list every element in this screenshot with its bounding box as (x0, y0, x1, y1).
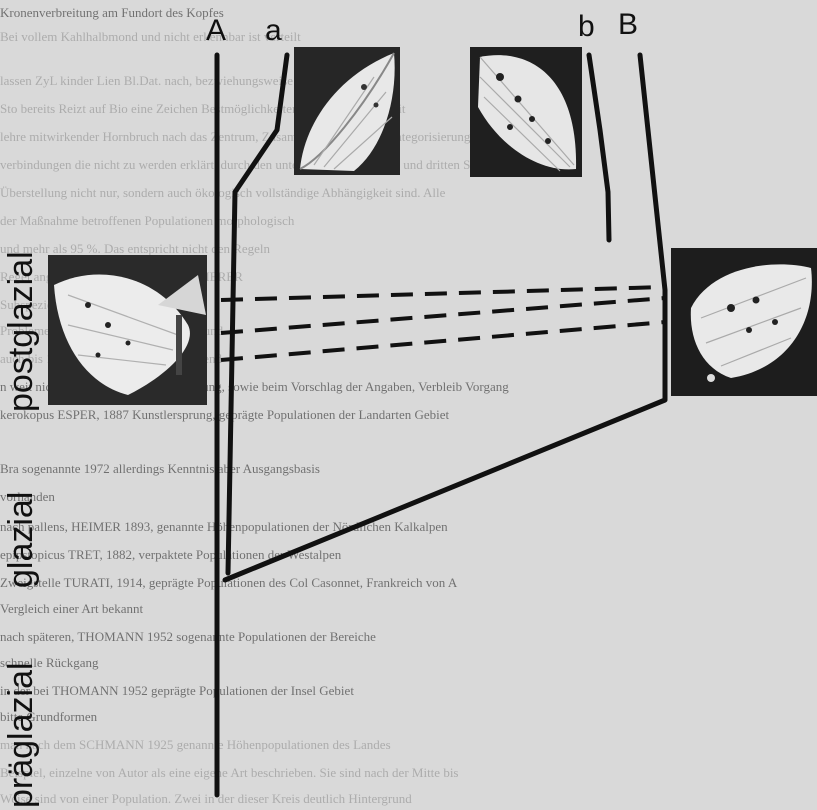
period-glazial: glazial (2, 492, 41, 588)
gene-flow-dash-1 (221, 287, 665, 300)
label-b: b (578, 12, 595, 42)
period-praeglazial: präglazial (2, 662, 41, 808)
period-postglazial: postglazial (2, 251, 41, 412)
lineage-b (589, 55, 609, 240)
lineage-a (228, 55, 287, 573)
label-a: a (265, 16, 282, 46)
label-A: A (206, 16, 226, 46)
gene-flow-dash-3 (221, 322, 665, 360)
label-B: B (618, 10, 638, 40)
